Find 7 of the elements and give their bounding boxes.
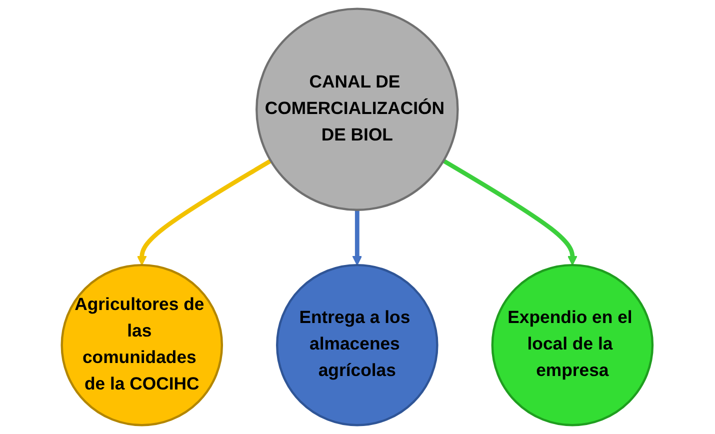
node-circle: Entrega a los almacenes agrícolas: [276, 264, 439, 426]
arrow: [137, 158, 272, 266]
arrow: [352, 210, 362, 266]
arrow: [442, 158, 578, 266]
node-circle: CANAL DE COMERCIALIZACIÓN DE BIOL: [256, 8, 460, 211]
node-circle: Expendio en el local de la empresa: [492, 264, 654, 426]
node-circle: Agricultores de las comunidades de la COCIHC: [61, 264, 224, 426]
